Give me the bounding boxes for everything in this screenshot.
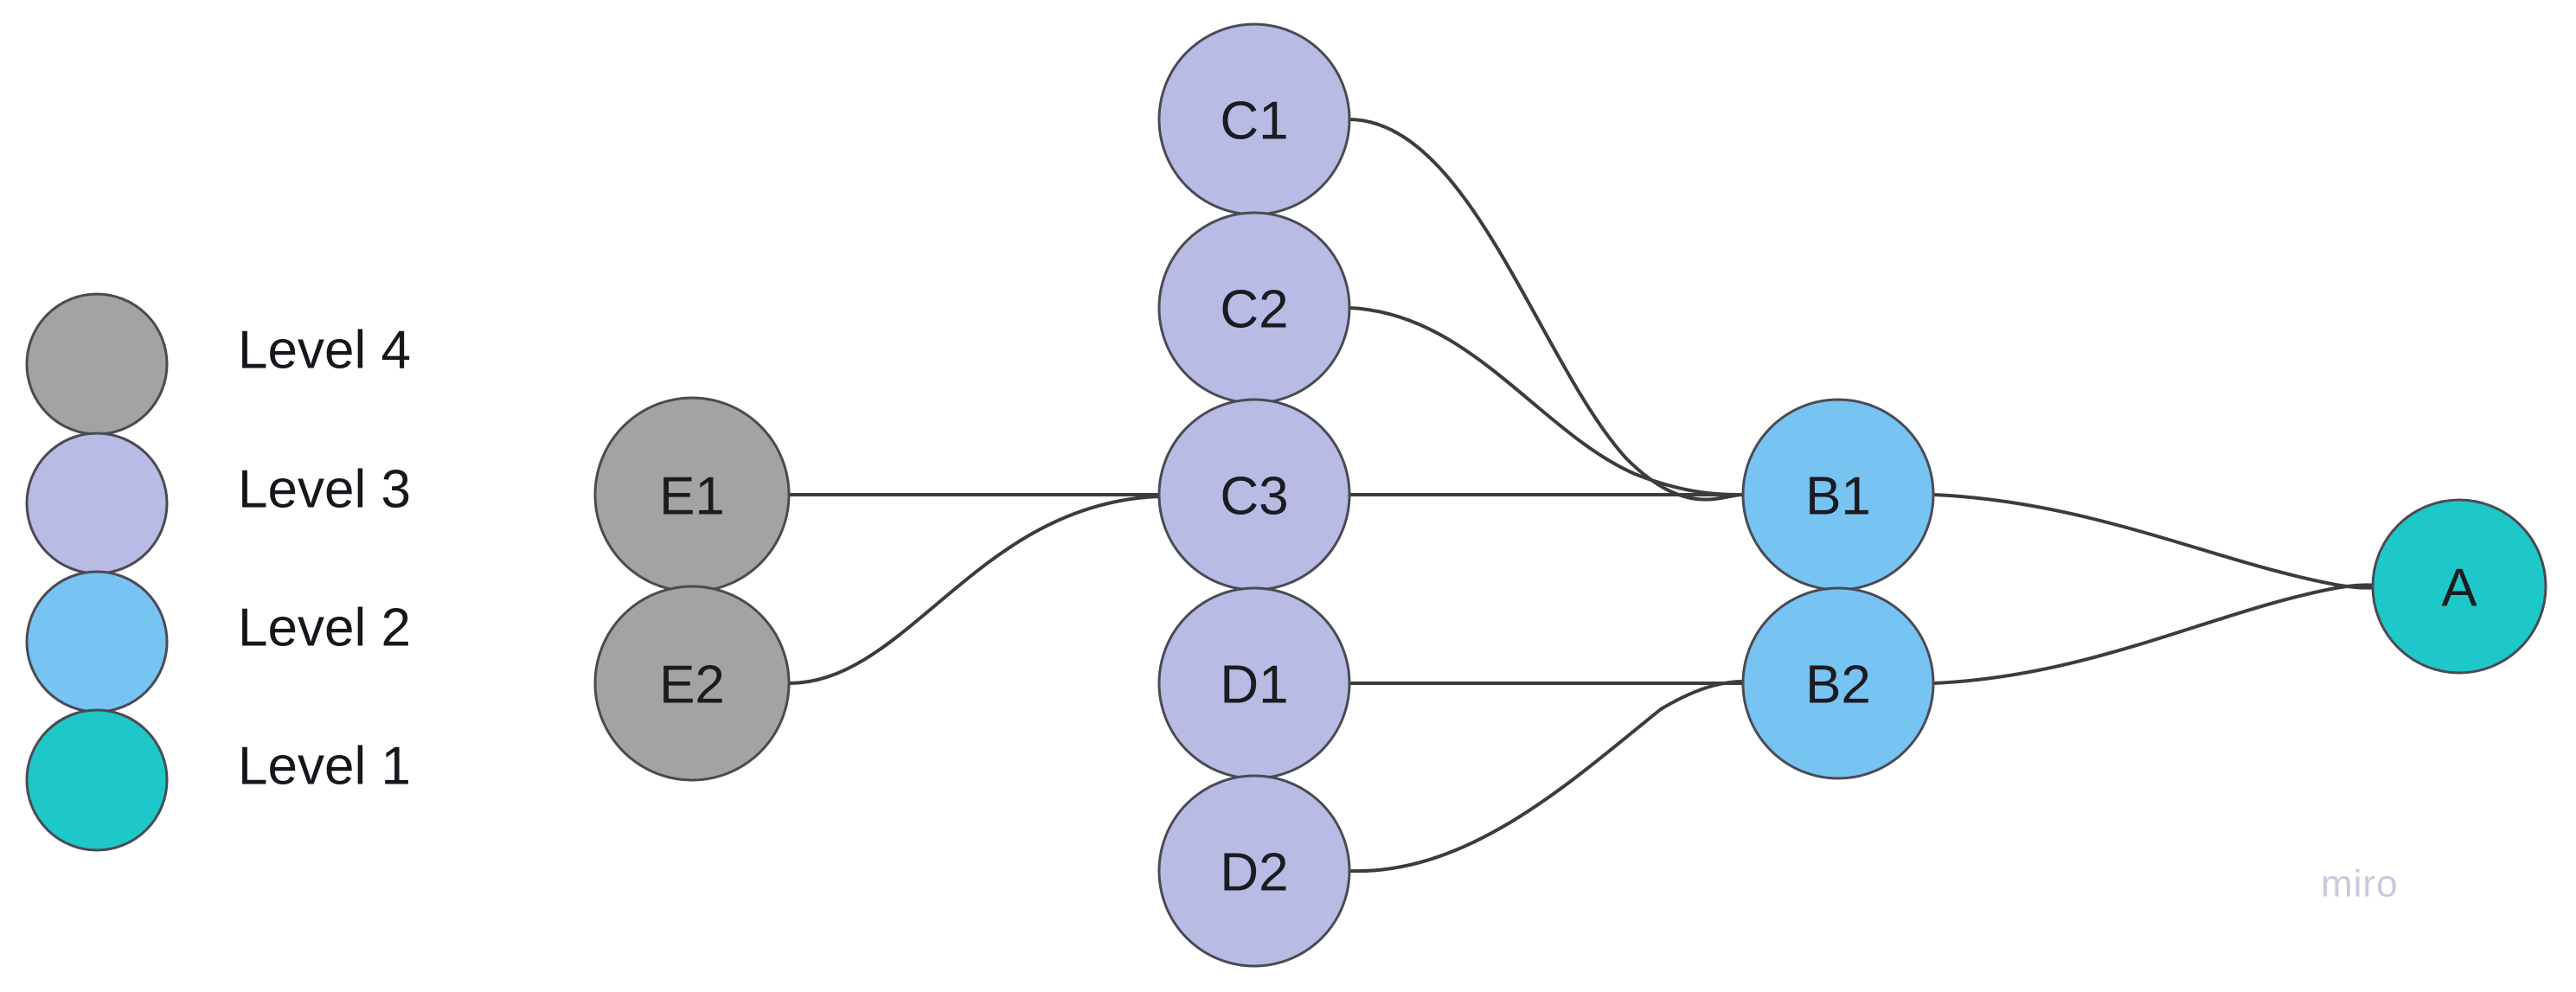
edge-e2-to-c3[interactable]: [787, 495, 1161, 685]
node-label-c1: C1: [1220, 92, 1288, 151]
node-e2[interactable]: E2: [593, 585, 791, 782]
legend-item-level-1[interactable]: Level 1: [25, 708, 411, 852]
edge-c1-to-b1[interactable]: [1348, 118, 1745, 502]
node-c1[interactable]: C1: [1157, 22, 1351, 216]
legend-swatch-3: [25, 570, 169, 714]
node-d1[interactable]: D1: [1157, 586, 1351, 780]
miro-watermark-text: miro: [2321, 863, 2399, 906]
node-label-d1: D1: [1220, 656, 1288, 715]
node-e1[interactable]: E1: [593, 396, 791, 593]
edges-layer: [787, 118, 2383, 874]
edge-b2-to-a[interactable]: [1932, 583, 2383, 685]
node-circle-a[interactable]: [2371, 498, 2547, 675]
legend-item-level-4[interactable]: Level 4: [25, 292, 411, 436]
node-label-c3: C3: [1220, 467, 1288, 527]
node-a[interactable]: A: [2371, 498, 2547, 675]
node-d2[interactable]: D2: [1157, 774, 1351, 968]
level-legend: Level 4 Level 3 Level 2 Level 1: [25, 292, 411, 852]
node-label-d2: D2: [1220, 843, 1288, 903]
edge-d2-to-b2[interactable]: [1348, 680, 1745, 874]
node-b2[interactable]: B2: [1741, 586, 1935, 780]
node-circle-d2[interactable]: [1157, 774, 1351, 968]
node-b1[interactable]: B1: [1741, 398, 1935, 592]
miro-watermark: miro: [2321, 863, 2399, 906]
legend-swatch-4: [25, 708, 169, 852]
legend-swatch-1: [25, 292, 169, 436]
node-label-e1: E1: [659, 467, 725, 527]
node-label-b2: B2: [1805, 656, 1871, 715]
node-label-c2: C2: [1220, 280, 1288, 340]
node-label-a: A: [2441, 559, 2477, 618]
node-label-e2: E2: [659, 656, 725, 715]
legend-label-level-4: Level 4: [238, 321, 411, 381]
node-c3[interactable]: C3: [1157, 398, 1351, 592]
node-c2[interactable]: C2: [1157, 211, 1351, 405]
legend-label-level-2: Level 2: [238, 598, 411, 658]
legend-label-level-3: Level 3: [238, 460, 411, 520]
legend-label-level-1: Level 1: [238, 737, 411, 797]
legend-item-level-2[interactable]: Level 2: [25, 570, 411, 714]
node-circle-e2[interactable]: [593, 585, 791, 782]
node-circle-b2[interactable]: [1741, 586, 1935, 780]
node-label-b1: B1: [1805, 467, 1871, 527]
legend-swatch-2: [25, 432, 169, 575]
edge-b1-to-a[interactable]: [1932, 493, 2383, 590]
legend-item-level-3[interactable]: Level 3: [25, 432, 411, 575]
